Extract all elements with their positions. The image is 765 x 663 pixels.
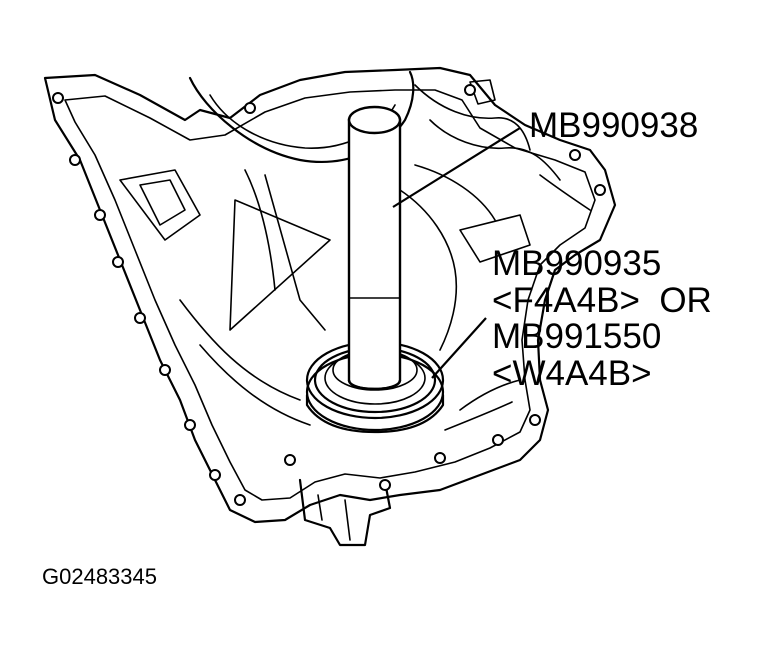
callout-tool-alt-line4: <W4A4B>: [492, 354, 652, 393]
leader-line-main: [392, 127, 521, 208]
transmission-case: [43, 66, 617, 547]
callout-tool-main: MB990938: [529, 106, 698, 145]
installer-handle: [347, 105, 402, 391]
callout-tool-alt-line1: MB990935: [492, 244, 661, 283]
callout-tool-alt-line3: MB991550: [492, 317, 661, 356]
callout-tool-alt-line2: <F4A4B> OR: [492, 281, 712, 320]
leader-line-alt: [431, 317, 487, 379]
figure-id: G02483345: [42, 564, 157, 589]
